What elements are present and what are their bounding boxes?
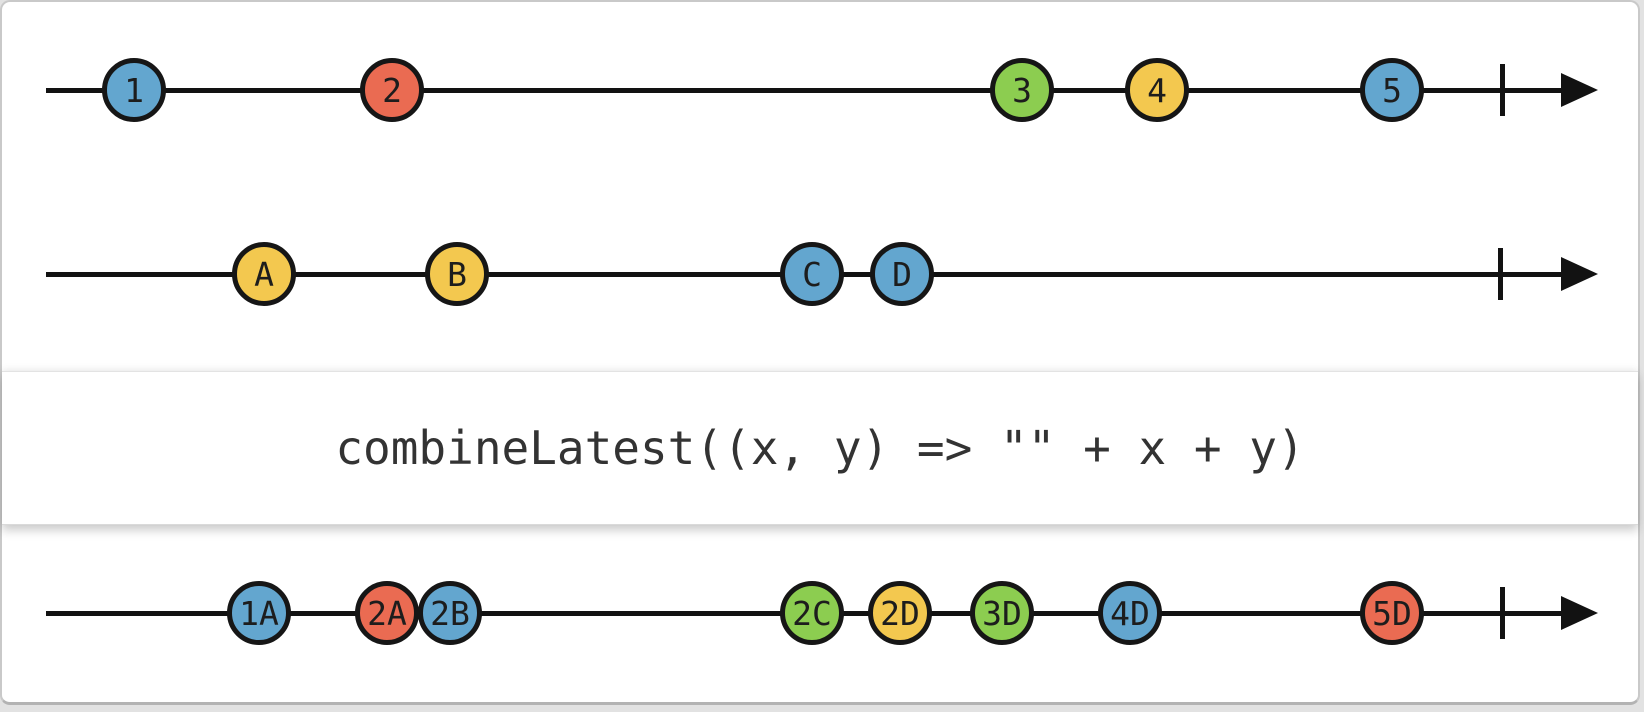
marble-4D[interactable]: 4D [1098, 581, 1162, 645]
marble-2B[interactable]: 2B [418, 581, 482, 645]
marble-4[interactable]: 4 [1125, 58, 1189, 122]
marble-B[interactable]: B [425, 242, 489, 306]
marble-2[interactable]: 2 [360, 58, 424, 122]
marble-2D[interactable]: 2D [868, 581, 932, 645]
output-timeline-complete-tick [1499, 587, 1505, 639]
operator-box: combineLatest((x, y) => "" + x + y) [2, 371, 1638, 525]
marble-C[interactable]: C [780, 242, 844, 306]
marble-2A[interactable]: 2A [355, 581, 419, 645]
first-source-timeline-arrowhead-icon [1561, 73, 1598, 107]
first-source-timeline-complete-tick [1499, 64, 1505, 116]
marble-3D[interactable]: 3D [970, 581, 1034, 645]
marble-A[interactable]: A [232, 242, 296, 306]
second-source-timeline-complete-tick [1497, 248, 1503, 300]
marble-D[interactable]: D [870, 242, 934, 306]
marble-5[interactable]: 5 [1360, 58, 1424, 122]
output-timeline-arrowhead-icon [1561, 596, 1598, 630]
marble-2C[interactable]: 2C [780, 581, 844, 645]
marble-1A[interactable]: 1A [227, 581, 291, 645]
second-source-timeline-arrowhead-icon [1561, 257, 1598, 291]
marble-5D[interactable]: 5D [1360, 581, 1424, 645]
marble-1[interactable]: 1 [102, 58, 166, 122]
first-source-timeline-line [46, 87, 1564, 93]
operator-signature: combineLatest((x, y) => "" + x + y) [335, 421, 1305, 475]
marble-3[interactable]: 3 [990, 58, 1054, 122]
